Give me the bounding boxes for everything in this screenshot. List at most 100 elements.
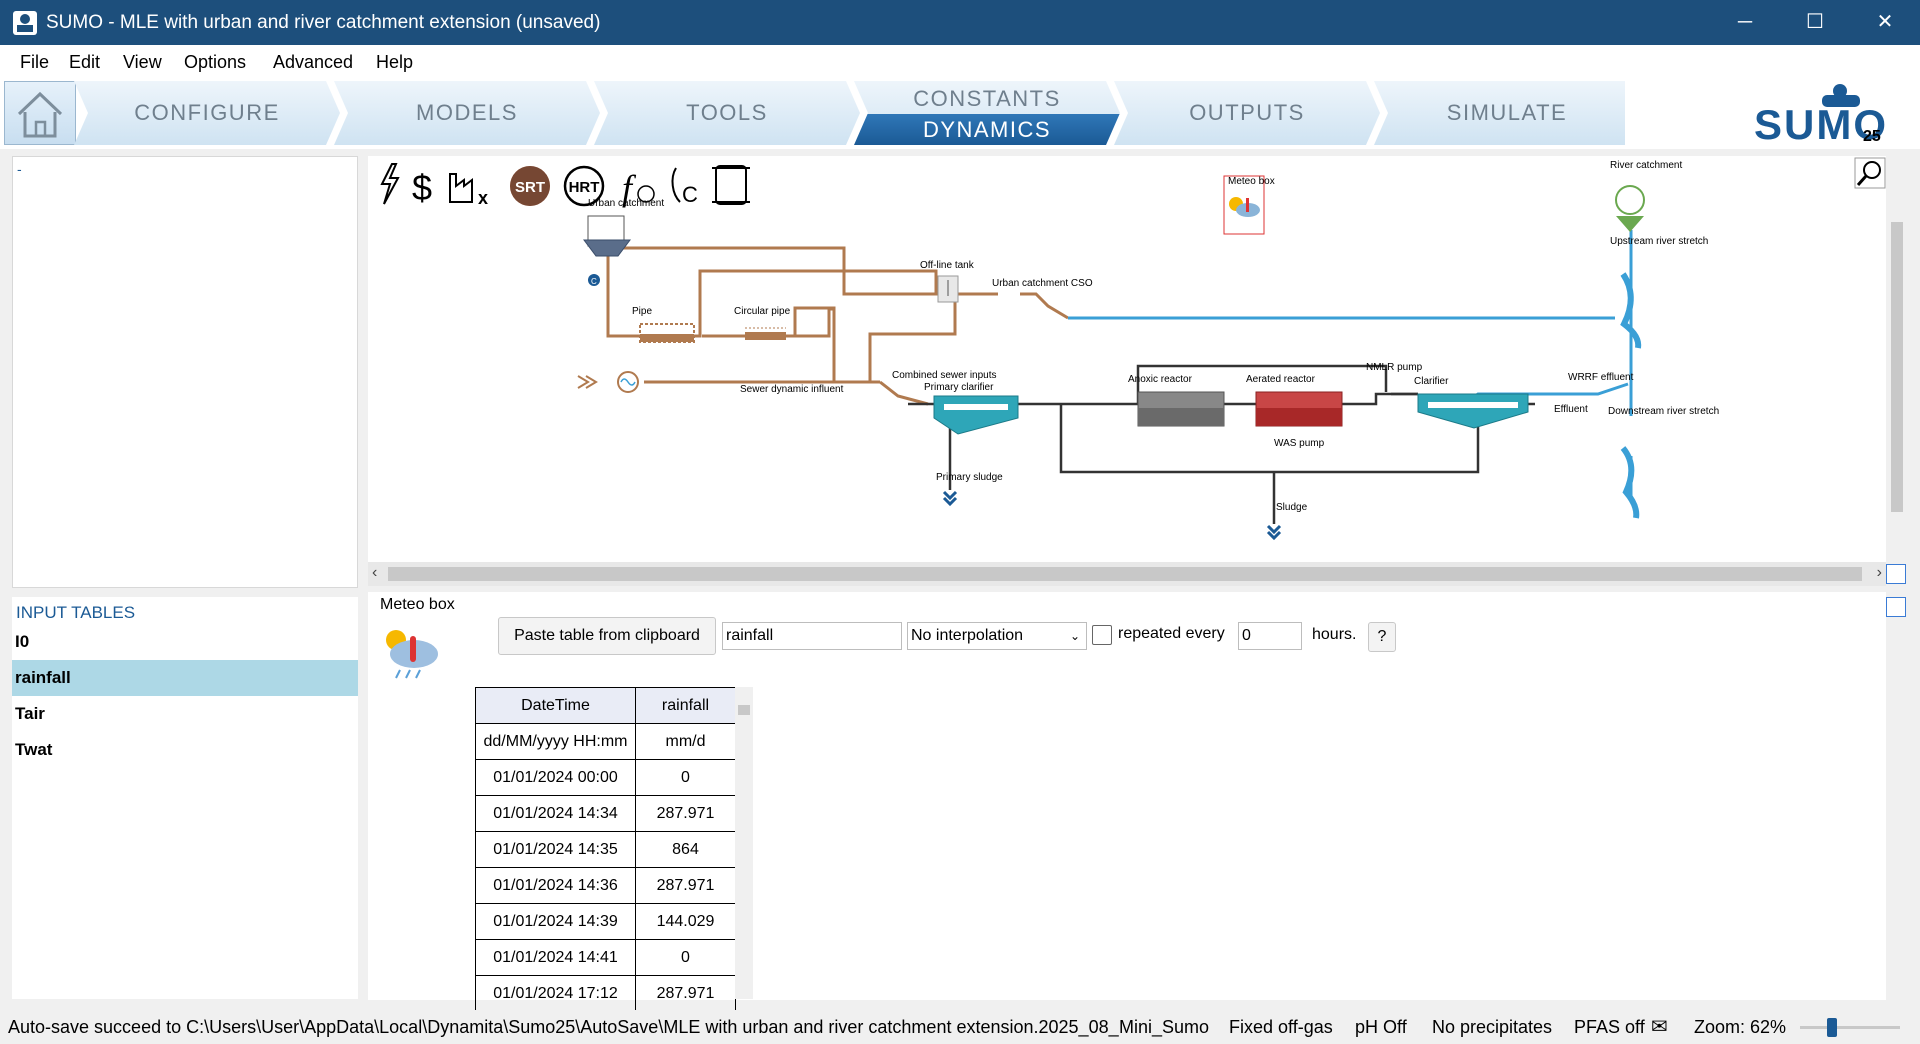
svg-text:x: x [478, 188, 488, 208]
repeat-hours-field[interactable]: 0 [1238, 622, 1302, 650]
logo-version: 25 [1863, 128, 1881, 145]
precipitates-status[interactable]: No precipitates [1432, 1017, 1553, 1037]
expand-down-icon[interactable] [1886, 597, 1906, 617]
status-bar: Auto-save succeed to C:\Users\User\AppDa… [0, 1010, 1920, 1044]
help-button[interactable]: ? [1368, 622, 1396, 652]
horizontal-scroll-thumb[interactable] [388, 567, 1862, 581]
project-tree-text: - [17, 161, 22, 177]
table-cell[interactable]: 01/01/2024 00:00 [475, 759, 636, 796]
offgas-status[interactable]: Fixed off-gas [1229, 1017, 1333, 1037]
input-table-item[interactable]: I0 [15, 632, 30, 651]
menu-view[interactable]: View [123, 52, 162, 72]
diagram-horizontal-scrollbar[interactable]: ‹ › [368, 562, 1886, 586]
tab-configure[interactable]: CONFIGURE [74, 81, 340, 145]
close-button[interactable]: ✕ [1876, 11, 1894, 33]
table-vertical-scrollbar[interactable] [735, 687, 753, 999]
unit-cell[interactable]: dd/MM/yyyy HH:mm [475, 723, 636, 760]
menu-help[interactable]: Help [376, 52, 414, 72]
window-title: SUMO - MLE with urban and river catchmen… [46, 12, 601, 33]
clarifier[interactable] [1417, 393, 1529, 429]
offline-tank[interactable] [937, 275, 959, 303]
zoom-status: Zoom: 62% [1694, 1017, 1787, 1037]
table-cell[interactable]: 01/01/2024 17:12 [475, 975, 636, 1012]
svg-text:Effluent: Effluent [1554, 404, 1588, 415]
table-cell[interactable]: 864 [635, 831, 736, 868]
tab-constants-dynamics: CONSTANTS DYNAMICS [854, 81, 1120, 145]
hrt-icon[interactable]: HRT [563, 165, 605, 207]
svg-text:Off-line tank: Off-line tank [920, 260, 975, 271]
lightning-icon[interactable] [380, 163, 400, 205]
circular-pipe[interactable] [745, 327, 786, 340]
tab-constants[interactable]: CONSTANTS [913, 86, 1061, 111]
tab-tools[interactable]: TOOLS [594, 81, 860, 145]
table-cell[interactable]: 01/01/2024 14:41 [475, 939, 636, 976]
zoom-search-icon[interactable] [1854, 157, 1886, 189]
mail-icon[interactable]: ✉ [1651, 1016, 1668, 1038]
mini-sumo-status[interactable]: Mini_Sumo [1119, 1017, 1210, 1037]
menu-file[interactable]: File [20, 52, 50, 72]
srt-icon[interactable]: SRT [510, 166, 550, 206]
unit-cell[interactable]: mm/d [635, 723, 736, 760]
input-table-item-selected[interactable]: rainfall [12, 660, 358, 696]
svg-text:Urban catchment CSO: Urban catchment CSO [992, 278, 1093, 289]
table-cell[interactable]: 01/01/2024 14:35 [475, 831, 636, 868]
zoom-slider[interactable] [1800, 1018, 1900, 1037]
svg-text:Clarifier: Clarifier [1414, 376, 1449, 387]
scroll-icon[interactable] [712, 165, 750, 205]
table-cell[interactable]: 01/01/2024 14:34 [475, 795, 636, 832]
anoxic-reactor[interactable] [1137, 391, 1225, 427]
river-catchment[interactable] [1615, 185, 1645, 232]
primary-sludge-outlet[interactable] [942, 490, 958, 507]
menu-edit[interactable]: Edit [69, 52, 101, 72]
collapse-up-icon[interactable] [1886, 564, 1906, 584]
svg-text:Upstream river stretch: Upstream river stretch [1610, 236, 1708, 247]
dollar-icon[interactable]: $ [412, 167, 432, 208]
upstream-river-stretch[interactable] [1620, 272, 1642, 349]
vertical-scroll-thumb[interactable] [1891, 222, 1903, 512]
menu-options[interactable]: Options [184, 52, 247, 72]
sludge-outlet[interactable] [1266, 524, 1282, 541]
primary-clarifier[interactable] [933, 395, 1019, 435]
table-cell[interactable]: 287.971 [635, 795, 736, 832]
table-cell[interactable]: 287.971 [635, 975, 736, 1012]
tab-dynamics[interactable]: DYNAMICS [854, 114, 1120, 145]
process-diagram[interactable]: $ x SRT HRT f C Ur [368, 156, 1886, 562]
meteo-box[interactable] [1223, 175, 1265, 235]
table-cell[interactable]: 01/01/2024 14:39 [475, 903, 636, 940]
home-button[interactable] [4, 81, 76, 145]
tab-models[interactable]: MODELS [334, 81, 600, 145]
table-name-field[interactable]: rainfall [722, 622, 902, 650]
scroll-right-arrow[interactable]: › [1876, 564, 1882, 581]
interpolation-select[interactable]: No interpolation ⌄ [907, 622, 1087, 650]
tab-outputs[interactable]: OUTPUTS [1114, 81, 1380, 145]
aerated-reactor[interactable] [1255, 391, 1343, 427]
table-cell[interactable]: 01/01/2024 14:36 [475, 867, 636, 904]
table-scroll-thumb[interactable] [738, 705, 750, 715]
title-bar: SUMO - MLE with urban and river catchmen… [0, 0, 1920, 45]
input-table-item[interactable]: Tair [15, 704, 45, 723]
diagram-vertical-scrollbar[interactable] [1886, 156, 1908, 562]
pipe[interactable] [639, 323, 695, 343]
input-table-item[interactable]: Twat [15, 740, 53, 759]
downstream-river-stretch[interactable] [1620, 446, 1640, 519]
minimize-button[interactable]: ─ [1737, 11, 1753, 33]
ph-status[interactable]: pH Off [1355, 1017, 1407, 1037]
pfas-status[interactable]: PFAS off [1574, 1017, 1645, 1037]
menu-advanced[interactable]: Advanced [273, 52, 354, 72]
maximize-button[interactable]: ☐ [1806, 11, 1824, 33]
urban-catchment[interactable] [583, 215, 631, 286]
table-cell[interactable]: 287.971 [635, 867, 736, 904]
svg-text:River catchment: River catchment [1610, 160, 1682, 171]
repeat-checkbox[interactable] [1092, 625, 1112, 645]
sewer-influent[interactable] [577, 371, 639, 393]
foot-carbon-icon[interactable]: C [671, 167, 698, 207]
factory-x-icon[interactable]: x [449, 173, 488, 208]
tab-simulate[interactable]: SIMULATE [1374, 81, 1640, 145]
table-cell[interactable]: 0 [635, 759, 736, 796]
scroll-left-arrow[interactable]: ‹ [372, 564, 378, 581]
paste-table-button[interactable]: Paste table from clipboard [498, 617, 716, 655]
table-cell[interactable]: 144.029 [635, 903, 736, 940]
zoom-slider-thumb[interactable] [1827, 1018, 1837, 1037]
table-cell[interactable]: 0 [635, 939, 736, 976]
nav-bar: CONFIGURE MODELS TOOLS CONSTANTS DYNAMIC… [0, 79, 1920, 149]
